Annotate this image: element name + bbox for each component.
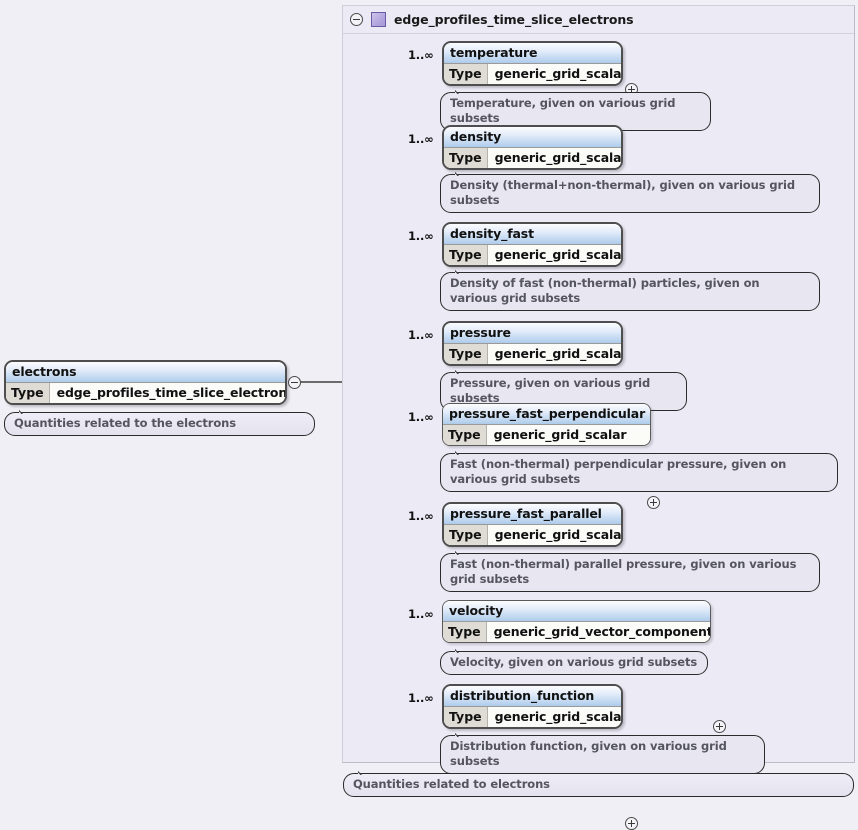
occurrence-density-fast: 1..∞ [408,229,434,243]
occurrence-distribution-function: 1..∞ [408,691,434,705]
element-node-pressure-fast-parallel[interactable]: pressure_fast_parallel Type generic_grid… [442,502,623,547]
schema-diagram-canvas: electrons Type edge_profiles_time_slice_… [0,0,858,798]
annotation-text: Fast (non-thermal) perpendicular pressur… [450,457,787,486]
annotation-pressure-fast-perpendicular: Fast (non-thermal) perpendicular pressur… [440,453,838,492]
panel-title: edge_profiles_time_slice_electrons [394,12,634,27]
type-value: generic_grid_scalar [487,707,621,727]
type-label: Type [444,344,488,364]
annotation-velocity: Velocity, given on various grid subsets [440,651,708,675]
type-value: generic_grid_scalar [487,344,621,364]
annotation-pressure-fast-parallel: Fast (non-thermal) parallel pressure, gi… [440,553,820,592]
element-name-velocity: velocity [443,601,710,621]
type-value: generic_grid_scalar [487,148,621,168]
bubble-tail [455,86,469,94]
type-value: generic_grid_scalar [487,245,621,265]
element-name-electrons: electrons [6,362,285,382]
type-value: edge_profiles_time_slice_electrons [49,383,285,403]
type-label: Type [443,622,487,642]
annotation-text: Density of fast (non-thermal) particles,… [450,276,760,305]
element-name-density: density [444,127,621,147]
bubble-tail [455,168,469,176]
element-name-density-fast: density_fast [444,224,621,244]
element-node-electrons[interactable]: electrons Type edge_profiles_time_slice_… [4,360,287,405]
element-type-row: Type generic_grid_scalar [443,424,650,445]
element-type-row: Type generic_grid_scalar [444,63,621,84]
bubble-tail [455,645,469,653]
annotation-distribution-function: Distribution function, given on various … [440,735,765,774]
annotation-density: Density (thermal+non-thermal), given on … [440,174,820,213]
collapse-electrons-icon[interactable] [288,376,301,389]
annotation-text: Quantities related to the electrons [14,416,236,430]
bubble-tail [455,266,469,274]
bubble-tail [19,406,33,414]
element-name-pressure-fast-perpendicular: pressure_fast_perpendicular [443,404,650,424]
element-name-temperature: temperature [444,43,621,63]
element-node-distribution-function[interactable]: distribution_function Type generic_grid_… [442,684,623,729]
type-value: generic_grid_scalar [486,425,634,445]
type-label: Type [6,383,50,403]
element-type-row: Type generic_grid_scalar [444,244,621,265]
element-name-pressure: pressure [444,323,621,343]
type-value: generic_grid_vector_components [486,622,710,642]
panel-header: edge_profiles_time_slice_electrons [343,6,854,34]
annotation-text: Temperature, given on various grid subse… [450,96,676,125]
element-name-distribution-function: distribution_function [444,686,621,706]
bubble-tail [455,547,469,555]
element-node-velocity[interactable]: velocity Type generic_grid_vector_compon… [442,600,711,643]
annotation-text: Distribution function, given on various … [450,739,727,768]
annotation-text: Velocity, given on various grid subsets [450,655,698,669]
annotation-text: Fast (non-thermal) parallel pressure, gi… [450,557,797,586]
bubble-tail [455,729,469,737]
occurrence-density: 1..∞ [408,132,434,146]
type-value: generic_grid_scalar [487,64,621,84]
annotation-electrons: Quantities related to the electrons [4,412,315,436]
type-label: Type [443,425,487,445]
element-node-density[interactable]: density Type generic_grid_scalar [442,125,623,170]
element-node-pressure-fast-perpendicular[interactable]: pressure_fast_perpendicular Type generic… [442,403,651,446]
bubble-tail [455,447,469,455]
annotation-text: Density (thermal+non-thermal), given on … [450,178,796,207]
element-node-density-fast[interactable]: density_fast Type generic_grid_scalar [442,222,623,267]
expand-distribution-function-icon[interactable] [625,817,638,830]
type-label: Type [444,707,488,727]
bubble-tail [358,767,372,775]
element-type-row: Type generic_grid_scalar [444,706,621,727]
annotation-density-fast: Density of fast (non-thermal) particles,… [440,272,820,311]
annotation-container: Quantities related to electrons [343,773,854,797]
element-type-row: Type generic_grid_scalar [444,524,621,545]
occurrence-velocity: 1..∞ [408,607,434,621]
type-label: Type [444,245,488,265]
element-node-pressure[interactable]: pressure Type generic_grid_scalar [442,321,623,366]
occurrence-pressure: 1..∞ [408,328,434,342]
element-type-row: Type edge_profiles_time_slice_electrons [6,382,285,403]
occurrence-pressure-fast-perpendicular: 1..∞ [408,410,434,424]
collapse-panel-icon[interactable] [350,13,363,26]
element-node-temperature[interactable]: temperature Type generic_grid_scalar [442,41,623,86]
element-type-row: Type generic_grid_scalar [444,147,621,168]
element-name-pressure-fast-parallel: pressure_fast_parallel [444,504,621,524]
element-type-row: Type generic_grid_vector_components [443,621,710,642]
type-label: Type [444,64,488,84]
element-type-row: Type generic_grid_scalar [444,343,621,364]
type-label: Type [444,525,488,545]
annotation-text: Quantities related to electrons [353,777,550,791]
expand-pressure-fast-perpendicular-icon[interactable] [647,496,660,509]
type-label: Type [444,148,488,168]
expand-velocity-icon[interactable] [713,720,726,733]
complex-type-square-icon [371,12,386,27]
occurrence-temperature: 1..∞ [408,48,434,62]
bubble-tail [455,366,469,374]
type-value: generic_grid_scalar [487,525,621,545]
occurrence-pressure-fast-parallel: 1..∞ [408,509,434,523]
annotation-text: Pressure, given on various grid subsets [450,376,651,405]
